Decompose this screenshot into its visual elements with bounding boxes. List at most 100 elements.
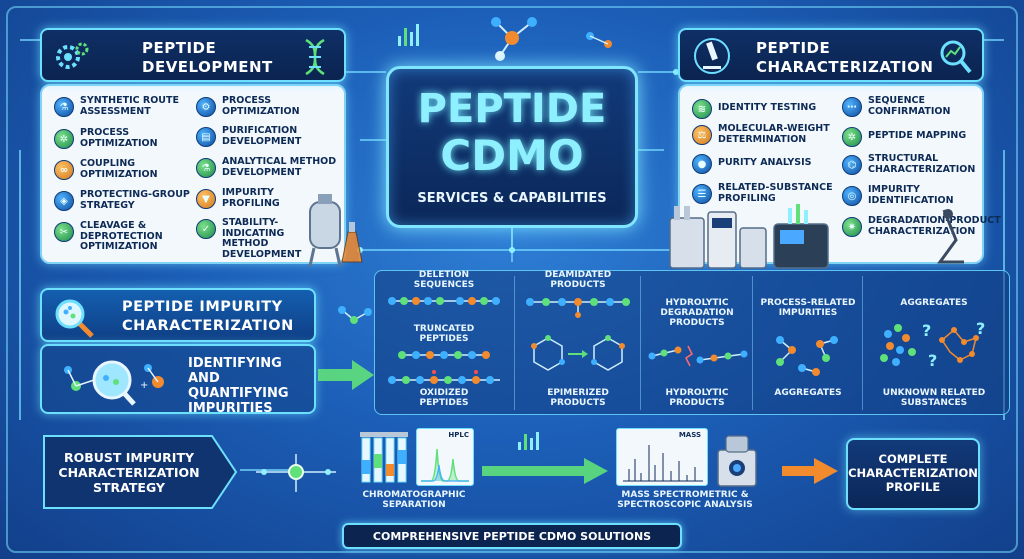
link-icon: ∞ (54, 160, 74, 180)
degradation-icon: ✷ (842, 217, 862, 237)
microscope-icon (694, 38, 730, 74)
epimer-structures (531, 335, 625, 371)
divider-4 (862, 276, 863, 410)
characterization-title-line2: CHARACTERIZATION (756, 58, 934, 76)
bar-chart-decoration-mid (518, 432, 539, 450)
center-cdmo-card: PEPTIDE CDMO SERVICES & CAPABILITIES (386, 66, 638, 228)
hplc-chart-card: HPLC (416, 428, 474, 486)
strategy-arrow-card (43, 435, 238, 509)
balance-icon: ⚖ (692, 125, 712, 145)
impurity-types-panel (374, 270, 1010, 415)
footer-text: COMPREHENSIVE PEPTIDE CDMO SOLUTIONS (372, 529, 652, 543)
type-aggregates-bottom-label: AGGREGATES (774, 388, 842, 398)
mass-chart-card: MASS (616, 428, 708, 486)
hplc-label: HPLC (448, 431, 469, 439)
development-header: PEPTIDE DEVELOPMENT (40, 28, 346, 82)
process-impurity-molecules (776, 336, 838, 376)
drop-icon: ● (692, 154, 712, 174)
svg-text:?: ? (922, 321, 931, 340)
impurity-title-line1: PEPTIDE IMPURITY (122, 299, 283, 315)
arrow-right-orange (782, 458, 838, 484)
molecule-icon: ✲ (54, 129, 74, 149)
flask-icon: ⚗ (54, 97, 74, 117)
peptide-chain-oxidized (388, 370, 500, 384)
shield-check-icon: ✓ (196, 219, 216, 239)
peptide-chain-deletion (388, 297, 500, 305)
list-icon: ☰ (692, 184, 712, 204)
complete-profile-card (846, 438, 980, 510)
clipboard-icon: ▤ (196, 127, 216, 147)
development-title-line2: DEVELOPMENT (142, 58, 273, 76)
center-title-line1: PEPTIDE (417, 86, 607, 132)
magnifier-molecule-icon: + (64, 360, 164, 406)
svg-text:?: ? (976, 319, 985, 338)
svg-text:?: ? (928, 351, 937, 370)
type-aggregates-top-label: AGGREGATES (900, 298, 968, 308)
char-item-purity: ● PURITY ANALYSIS (692, 153, 812, 174)
divider-3 (752, 276, 753, 410)
mass-label: MASS (678, 431, 701, 439)
shield-molecule-icon: ◈ (54, 191, 74, 211)
svg-text:+: + (140, 380, 148, 391)
lab-instruments-illustration (669, 204, 964, 269)
gear-icon: ⚙ (196, 97, 216, 117)
divider-2 (640, 276, 641, 410)
structure-icon: ⌬ (842, 155, 862, 175)
filter-icon: ▼ (196, 189, 216, 209)
mass-spectrometer-icon (717, 435, 757, 487)
aggregate-unknown-molecules: ? ? ? (880, 319, 985, 370)
ms-label: MASS SPECTROMETRIC &SPECTROSCOPIC ANALYS… (617, 490, 753, 510)
fingerprint-icon: ◎ (842, 186, 862, 206)
development-panel (40, 84, 346, 264)
impurity-title-line2: CHARACTERIZATION (122, 318, 294, 334)
reactor-illustration (308, 194, 363, 267)
peptide-chain-deamidated (526, 298, 630, 318)
dna-small-icon: ≋ (692, 99, 712, 119)
search-molecule-icon (55, 299, 94, 338)
sequence-icon: ⋯ (842, 97, 862, 117)
magnifier-chart-icon (940, 40, 972, 74)
impurity-header: PEPTIDE IMPURITY CHARACTERIZATION (40, 288, 316, 342)
arrow-right-green (318, 360, 374, 390)
map-molecule-icon: ✲ (842, 127, 862, 147)
divider-1 (514, 276, 515, 410)
char-item-mapping: ✲ PEPTIDE MAPPING (842, 126, 966, 147)
center-title-line2: CDMO (440, 131, 584, 180)
development-title-line1: PEPTIDE (142, 39, 217, 57)
mass-spectrum-peaks (623, 445, 703, 482)
footer-banner: COMPREHENSIVE PEPTIDE CDMO SOLUTIONS (342, 523, 682, 549)
network-node-decoration (256, 454, 336, 492)
arrow-right-green-2 (482, 458, 608, 484)
molecule-decoration-left (338, 306, 372, 324)
outer-frame (6, 6, 1018, 553)
beaker-icon: ⚗ (196, 158, 216, 178)
gear-molecule-icon (56, 42, 89, 69)
peptide-chain-truncated (398, 351, 490, 359)
